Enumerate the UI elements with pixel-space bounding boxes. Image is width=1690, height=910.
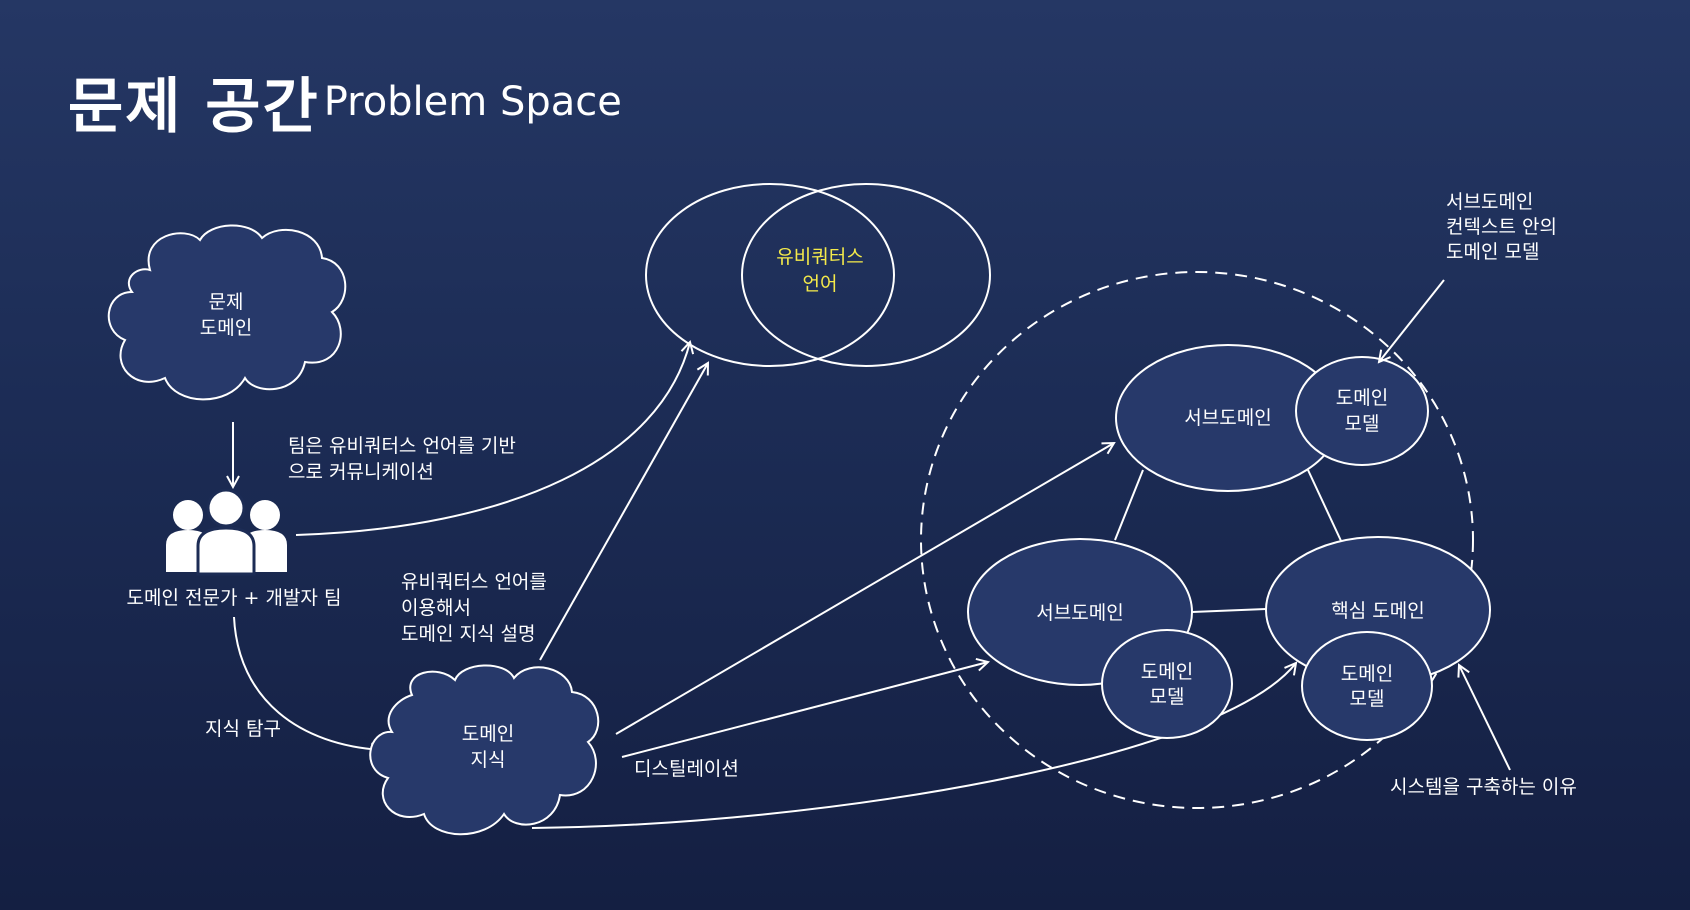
people-group-icon [166, 488, 287, 576]
core-domain-label: 핵심 도메인 [1331, 600, 1424, 622]
arrow-team-to-language [295, 342, 690, 536]
top-model-line1: 도메인 [1336, 387, 1388, 409]
arrow-annotation-to-core [1459, 665, 1511, 771]
domain-knowledge-line1: 도메인 [462, 723, 514, 745]
title-korean: 문제 공간 [68, 72, 320, 142]
left-model-line1: 도메인 [1141, 661, 1193, 683]
arrow-annotation-to-model [1379, 279, 1445, 362]
arrow-team-to-knowledge [233, 616, 382, 750]
top-subdomain-label: 서브도메인 [1184, 407, 1271, 429]
title-english: Problem Space [323, 79, 622, 125]
team-comm-label-line2: 으로 커뮤니케이션 [288, 461, 434, 483]
knowledge-exploration-label: 지식 탐구 [205, 718, 281, 740]
ul-explain-line2: 이용해서 [401, 597, 471, 619]
link-top-core [1307, 469, 1343, 544]
distillation-label: 디스틸레이션 [634, 758, 739, 780]
ubiquitous-language-venn: 유비쿼터스 언어 [645, 183, 991, 367]
link-left-core [1191, 608, 1267, 613]
solution-boundary-circle [920, 271, 1474, 809]
arrow-distill-to-left-subdomain [621, 662, 988, 758]
core-model-line2: 모델 [1350, 688, 1385, 710]
arrow-distill-to-top-subdomain [615, 443, 1114, 735]
problem-domain-cloud: 문제 도메인 [107, 224, 347, 401]
model-in-context-line2: 컨텍스트 안의 [1446, 216, 1557, 238]
domain-knowledge-cloud: 도메인 지식 [369, 664, 600, 836]
team-label: 도메인 전문가 + 개발자 팀 [127, 587, 342, 609]
left-model-line2: 모델 [1150, 686, 1185, 708]
left-subdomain-label: 서브도메인 [1036, 602, 1123, 624]
core-model-line1: 도메인 [1341, 663, 1393, 685]
model-in-context-line3: 도메인 모델 [1446, 241, 1539, 263]
domain-knowledge-line2: 지식 [471, 749, 506, 771]
ul-explain-line3: 도메인 지식 설명 [401, 623, 535, 645]
reason-for-system-label: 시스템을 구축하는 이유 [1390, 776, 1577, 798]
arrow-distill-to-core-domain [531, 663, 1296, 829]
ubiquitous-language-line2: 언어 [803, 273, 838, 295]
link-top-left [1114, 469, 1144, 541]
arrow-knowledge-to-language [539, 363, 708, 661]
problem-domain-line2: 도메인 [200, 317, 252, 339]
model-in-context-line1: 서브도메인 [1446, 191, 1533, 213]
left-subdomain: 서브도메인 도메인 모델 [967, 538, 1233, 739]
ul-explain-line1: 유비쿼터스 언어를 [401, 571, 547, 593]
top-subdomain: 서브도메인 도메인 모델 [1115, 344, 1429, 492]
team-comm-label-line1: 팀은 유비쿼터스 언어를 기반 [288, 435, 516, 457]
top-model-line2: 모델 [1345, 413, 1380, 435]
core-domain: 핵심 도메인 도메인 모델 [1265, 536, 1491, 741]
problem-domain-line1: 문제 [209, 291, 244, 313]
ubiquitous-language-line1: 유비쿼터스 [776, 246, 863, 268]
